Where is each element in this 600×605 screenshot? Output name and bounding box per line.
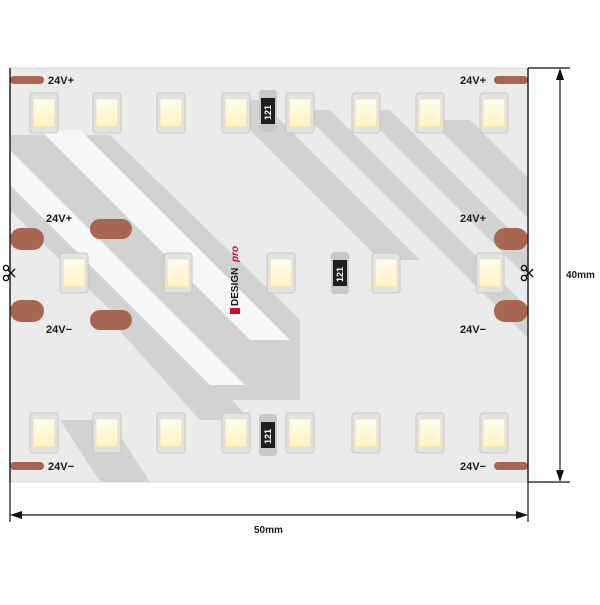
width-dimension <box>9 482 529 522</box>
led-chip <box>285 92 315 134</box>
led-chip <box>479 92 509 134</box>
led-chip <box>266 252 296 294</box>
brand-logo: DESIGN pro <box>230 246 241 314</box>
scissors-icon <box>2 264 16 282</box>
resistor: 121 <box>331 252 349 294</box>
resistor: 121 <box>259 90 277 132</box>
led-chip <box>479 412 509 454</box>
led-layer <box>29 92 509 454</box>
led-chip <box>351 92 381 134</box>
led-chip <box>475 252 505 294</box>
resistor-code: 121 <box>335 267 345 282</box>
led-chip <box>92 412 122 454</box>
led-chip <box>29 92 59 134</box>
resistor: 121 <box>259 414 277 456</box>
pad-mid-left-upper <box>10 228 44 250</box>
pad-bottom-left <box>10 462 44 470</box>
label-bottom-left: 24V− <box>48 461 74 473</box>
led-chip <box>156 412 186 454</box>
pad-bottom-right <box>494 462 528 470</box>
pad-mid-left-lower <box>10 300 44 322</box>
led-chip <box>59 252 89 294</box>
led-chip <box>221 92 251 134</box>
height-label: 40mm <box>566 270 595 281</box>
led-chip <box>285 412 315 454</box>
strip-shading <box>10 100 528 482</box>
strip-highlights <box>10 130 290 385</box>
led-chip <box>156 92 186 134</box>
led-chip <box>221 412 251 454</box>
led-chip <box>163 252 193 294</box>
label-mid-right-upper: 24V+ <box>460 213 486 225</box>
led-chip <box>415 412 445 454</box>
pad-inner-upper <box>90 219 132 239</box>
label-top-left: 24V+ <box>48 75 74 87</box>
led-chip <box>415 92 445 134</box>
logo-text: DESIGN <box>230 268 241 306</box>
cut-marks <box>2 68 534 482</box>
led-chip <box>29 412 59 454</box>
pad-top-right <box>494 76 528 84</box>
led-chip <box>351 412 381 454</box>
pad-inner-lower <box>90 310 132 330</box>
label-top-right: 24V+ <box>460 75 486 87</box>
pad-mid-right-lower <box>494 300 528 322</box>
logo-script: pro <box>230 246 241 263</box>
logo-mark <box>230 308 240 314</box>
label-bottom-right: 24V− <box>460 461 486 473</box>
height-dimension <box>528 67 570 483</box>
pad-mid-right-upper <box>494 228 528 250</box>
solder-pads <box>10 76 528 470</box>
resistor-code: 121 <box>263 429 273 444</box>
led-chip <box>92 92 122 134</box>
pad-top-left <box>10 76 44 84</box>
label-mid-left-lower: 24V− <box>46 324 72 336</box>
resistor-code: 121 <box>263 105 273 120</box>
scissors-icon <box>520 264 534 282</box>
label-mid-right-lower: 24V− <box>460 324 486 336</box>
led-chip <box>371 252 401 294</box>
label-mid-left-upper: 24V+ <box>46 213 72 225</box>
width-label: 50mm <box>254 525 283 536</box>
